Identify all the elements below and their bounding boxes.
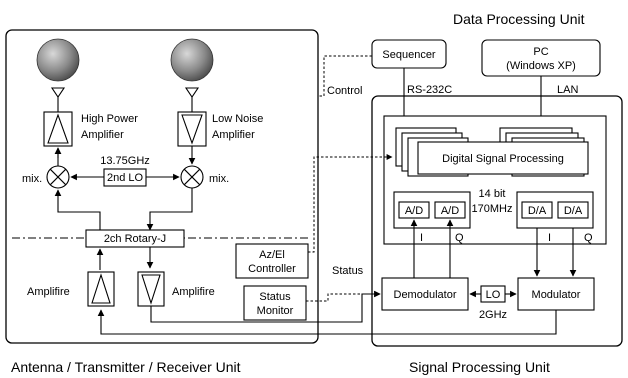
mix-left-label: mix. xyxy=(22,173,42,185)
lower-left-amp-icon xyxy=(91,273,111,304)
rxmixer-to-rotary xyxy=(146,188,193,231)
sequencer-block xyxy=(371,39,447,69)
dsp-control-link xyxy=(308,154,393,253)
mod-q-label: Q xyxy=(584,232,593,244)
rotary-joint-block xyxy=(85,229,185,248)
lna-amp-icon xyxy=(181,114,203,145)
da-label-q: D/A xyxy=(564,205,583,217)
mix-right-label: mix. xyxy=(209,173,229,185)
rotary-to-txmixer xyxy=(54,189,101,232)
status-label: Status xyxy=(332,265,364,277)
rs232c-label: RS-232C xyxy=(407,84,452,96)
status-monitor-label-2: Monitor xyxy=(257,305,294,317)
lo-label: LO xyxy=(486,289,501,301)
demodulator-label: Demodulator xyxy=(394,289,457,301)
da-label-i: D/A xyxy=(528,205,547,217)
pc-os-label: (Windows XP) xyxy=(506,60,576,72)
ad-label-q: A/D xyxy=(441,205,459,217)
ad-block-i xyxy=(398,201,430,219)
demodulator-block xyxy=(381,277,469,311)
ad-label-i: A/D xyxy=(405,205,423,217)
ad-block-q xyxy=(434,201,466,219)
azel-label-2: Controller xyxy=(248,263,296,275)
hpa-amp-icon xyxy=(47,113,69,144)
hpa-label-2: Amplifier xyxy=(81,129,124,141)
demod-i-label: I xyxy=(420,232,423,244)
receive-mixer-icon xyxy=(180,165,204,189)
lower-right-amp-label: Amplifire xyxy=(172,286,215,298)
antenna-unit-title: Antenna / Transmitter / Receiver Unit xyxy=(11,359,241,375)
data-processing-unit-title: Data Processing Unit xyxy=(453,11,585,27)
lan-label: LAN xyxy=(557,84,578,96)
adc-bits-label: 14 bit xyxy=(479,188,506,200)
azel-label-1: Az/El xyxy=(259,249,285,261)
lower-left-amp-block xyxy=(87,271,115,307)
signal-processing-unit-title: Signal Processing Unit xyxy=(409,359,550,375)
transmit-mixer-icon xyxy=(46,165,70,189)
lna-label-2: Amplifier xyxy=(212,129,255,141)
status-monitor-block xyxy=(243,285,307,321)
da-block-q xyxy=(557,201,589,219)
sequencer-label: Sequencer xyxy=(382,49,436,61)
transmit-feed-icon xyxy=(50,87,66,98)
pc-label: PC xyxy=(533,46,548,58)
adc-rate-label: 170MHz xyxy=(472,203,513,215)
azel-controller-block xyxy=(235,243,309,279)
dsp-block xyxy=(417,141,589,175)
rx-amp-to-demodulator xyxy=(150,290,381,323)
da-block-i xyxy=(521,201,553,219)
demod-q-label: Q xyxy=(455,232,464,244)
second-lo-label: 2nd LO xyxy=(107,172,144,184)
rotary-joint-label: 2ch Rotary-J xyxy=(104,233,166,245)
lo-freq-label: 2GHz xyxy=(479,309,507,321)
second-lo-freq-label: 13.75GHz xyxy=(100,155,150,167)
lower-right-amp-block xyxy=(137,271,165,307)
lna-label-1: Low Noise xyxy=(212,113,263,125)
control-label: Control xyxy=(327,85,362,97)
status-link xyxy=(306,291,381,302)
lower-right-amp-icon xyxy=(141,274,161,305)
hpa-label-1: High Power xyxy=(81,113,138,125)
lower-left-amp-label: Amplifire xyxy=(27,286,70,298)
receive-dish-icon xyxy=(170,38,214,82)
modulator-label: Modulator xyxy=(532,289,581,301)
modulator-to-tx-amp xyxy=(97,309,557,335)
transmit-dish-icon xyxy=(36,38,80,82)
dsp-label: Digital Signal Processing xyxy=(442,153,564,165)
control-link xyxy=(318,55,372,97)
receive-feed-icon xyxy=(184,87,200,98)
mod-i-label: I xyxy=(548,232,551,244)
modulator-block xyxy=(517,277,595,311)
status-monitor-label-1: Status xyxy=(259,291,291,303)
